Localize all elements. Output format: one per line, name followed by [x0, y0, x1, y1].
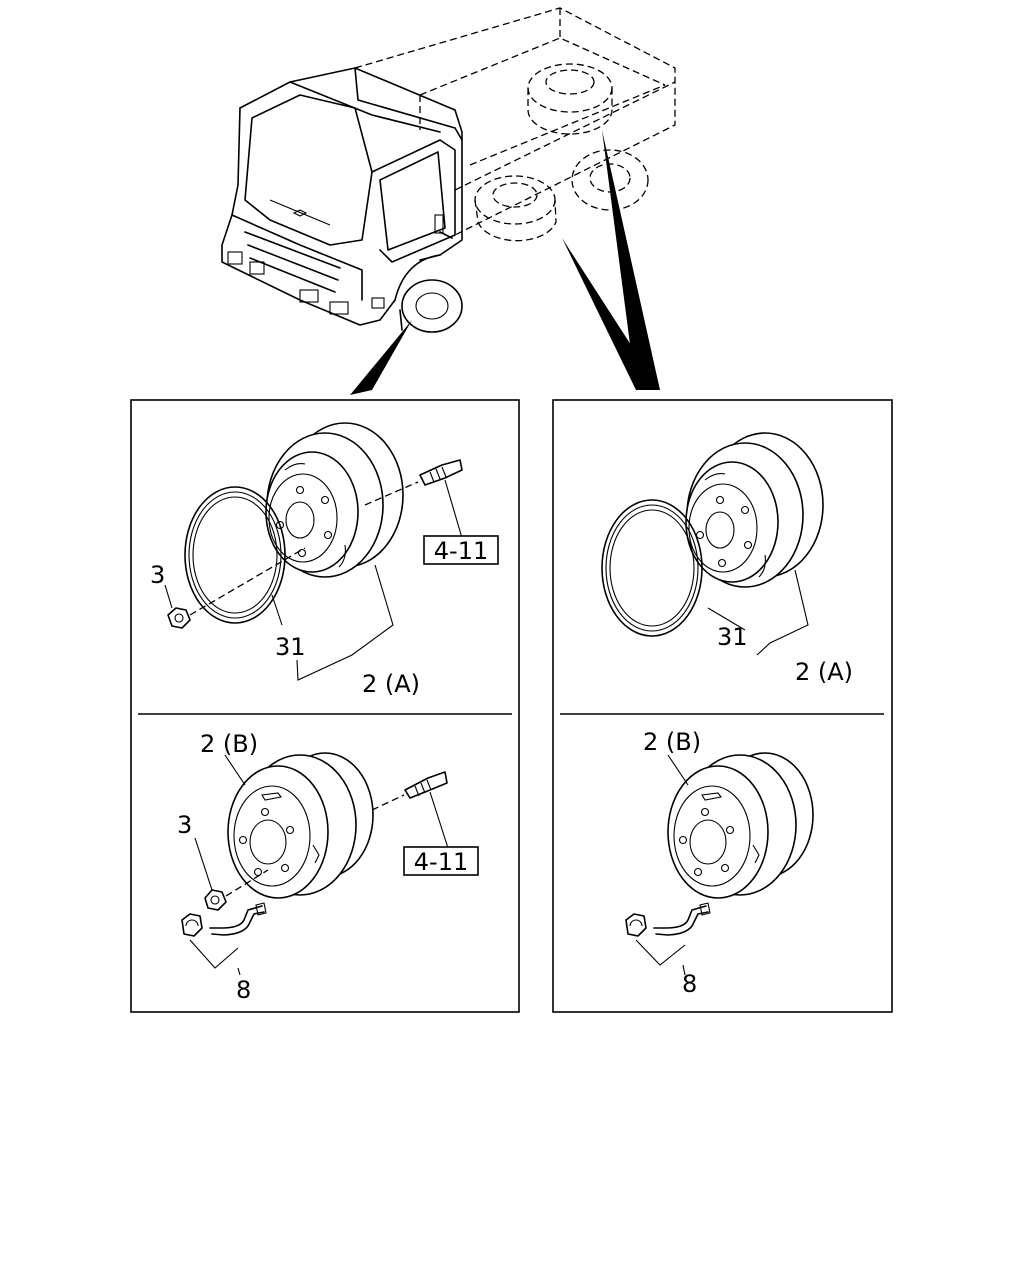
truck-illustration — [221, 7, 676, 395]
callout-8-right-bottom: 8 — [682, 970, 697, 998]
callout-8-left-bottom: 8 — [236, 976, 251, 1004]
ref-box-left-top — [423, 535, 499, 565]
callout-2a-left-top: 2 (A) — [362, 670, 420, 698]
left-bottom-assembly — [181, 752, 449, 976]
callout-3-left-bottom: 3 — [177, 811, 192, 839]
callout-2a-right-top: 2 (A) — [795, 658, 853, 686]
ref-label-left-top: 4-11 — [434, 537, 488, 565]
left-panel-frame — [130, 399, 520, 1013]
ref-box-left-bottom — [403, 846, 479, 876]
callout-2b-right-bottom: 2 (B) — [643, 728, 701, 756]
right-panel-frame — [552, 399, 893, 1013]
callout-2b-left-bottom: 2 (B) — [200, 730, 258, 758]
callout-31-right-top: 31 — [717, 623, 748, 651]
callout-3-left-top: 3 — [150, 561, 165, 589]
right-top-assembly — [601, 432, 824, 656]
ref-label-left-bottom: 4-11 — [414, 848, 468, 876]
left-top-assembly — [164, 422, 463, 681]
callout-31-left-top: 31 — [275, 633, 306, 661]
right-bottom-assembly — [625, 752, 814, 976]
